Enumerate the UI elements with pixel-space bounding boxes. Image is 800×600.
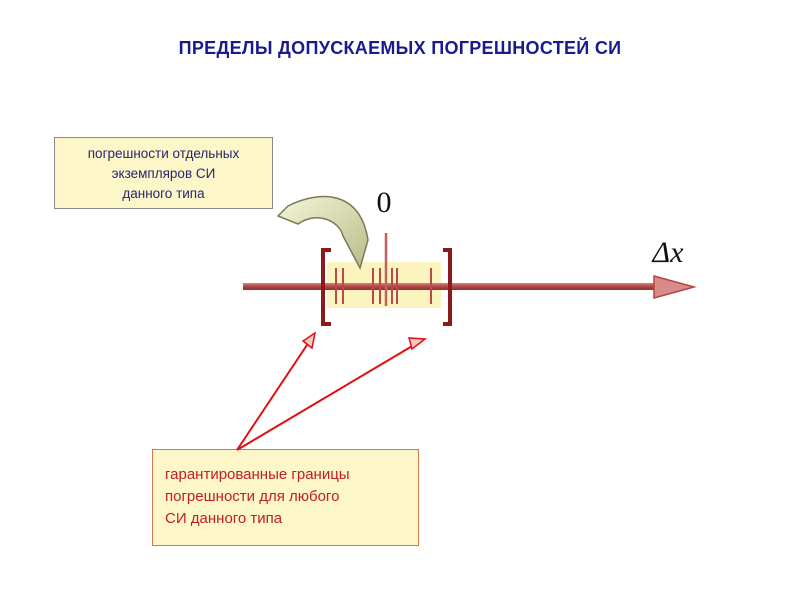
individual-error-marks [335, 268, 432, 304]
callout-line: погрешности отдельных [87, 146, 240, 161]
callout-line: гарантированные границы [165, 466, 350, 483]
individual-errors-callout: погрешности отдельных экземпляров СИ дан… [54, 137, 273, 209]
bound-pointer-arrows [236, 338, 420, 451]
callout-line: экземпляров СИ [111, 166, 216, 181]
zero-label: 0 [377, 186, 392, 219]
axis-arrowhead [653, 275, 697, 299]
page-title: ПРЕДЕЛЫ ДОПУСКАЕМЫХ ПОГРЕШНОСТЕЙ СИ [178, 38, 622, 58]
callout-line: погрешности для любого [165, 488, 340, 505]
left-bracket [321, 248, 331, 326]
guaranteed-bounds-callout: гарантированные границы погрешности для … [152, 449, 419, 546]
axis-label: Δx [652, 236, 685, 269]
pointer-line-left [236, 338, 312, 451]
pointer-line-right [236, 341, 420, 451]
right-bracket [443, 248, 452, 326]
arrowhead-right [408, 337, 428, 351]
curved-pointer-arrow [276, 195, 369, 270]
callout-line: данного типа [122, 186, 205, 201]
arrowhead-left [301, 331, 317, 350]
callout-line: СИ данного типа [165, 510, 283, 527]
